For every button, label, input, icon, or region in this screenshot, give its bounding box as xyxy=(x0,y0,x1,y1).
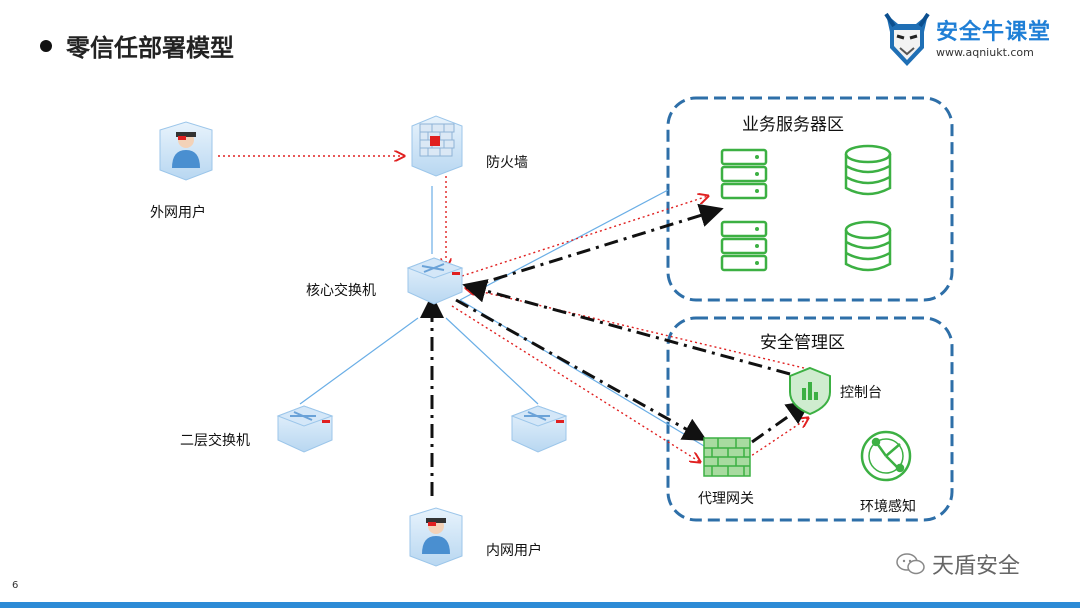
core-switch-icon xyxy=(406,257,464,305)
brand-url: www.aqniukt.com xyxy=(936,46,1034,59)
console-shield-icon xyxy=(789,366,831,416)
firewall-label: 防火墙 xyxy=(486,155,528,171)
server-icon xyxy=(720,148,768,200)
brand-logo xyxy=(884,12,930,66)
database-icon xyxy=(844,220,892,272)
page-number: 6 xyxy=(12,580,19,591)
watermark: 天盾安全 xyxy=(896,548,1020,580)
bullet-icon xyxy=(40,39,52,52)
server-icon xyxy=(720,220,768,272)
external-user-label: 外网用户 xyxy=(150,205,206,221)
watermark-text: 天盾安全 xyxy=(932,554,1021,579)
network-links xyxy=(299,186,705,447)
bull-mascot-icon xyxy=(884,12,930,66)
wechat-icon xyxy=(896,553,925,575)
l2-switch-left-icon xyxy=(276,405,334,453)
slide-title-text: 零信任部署模型 xyxy=(66,34,234,62)
database-icon xyxy=(844,144,892,196)
env-sensing-label: 环境感知 xyxy=(860,499,916,515)
radar-icon xyxy=(860,430,912,482)
security-zone-title: 安全管理区 xyxy=(760,333,845,353)
l2-switch-right-icon xyxy=(510,405,568,453)
security-zone xyxy=(666,316,954,522)
console-label: 控制台 xyxy=(840,385,882,401)
black-flow-arrows xyxy=(420,203,811,496)
red-flow-arrows xyxy=(218,156,808,462)
proxy-gateway-icon xyxy=(703,437,751,477)
internal-user-label: 内网用户 xyxy=(486,543,542,559)
slide-title: 零信任部署模型 xyxy=(40,28,234,63)
core-switch-label: 核心交换机 xyxy=(306,283,376,299)
firewall-icon xyxy=(411,115,463,177)
business-zone-title: 业务服务器区 xyxy=(742,115,844,135)
bottom-accent-bar xyxy=(0,602,1080,608)
proxy-gateway-label: 代理网关 xyxy=(698,491,754,507)
l2-switch-label: 二层交换机 xyxy=(180,433,250,449)
business-zone xyxy=(666,96,954,302)
internal-user-icon xyxy=(409,507,463,567)
external-user-icon xyxy=(159,121,213,181)
brand-name: 安全牛课堂 xyxy=(936,20,1052,45)
